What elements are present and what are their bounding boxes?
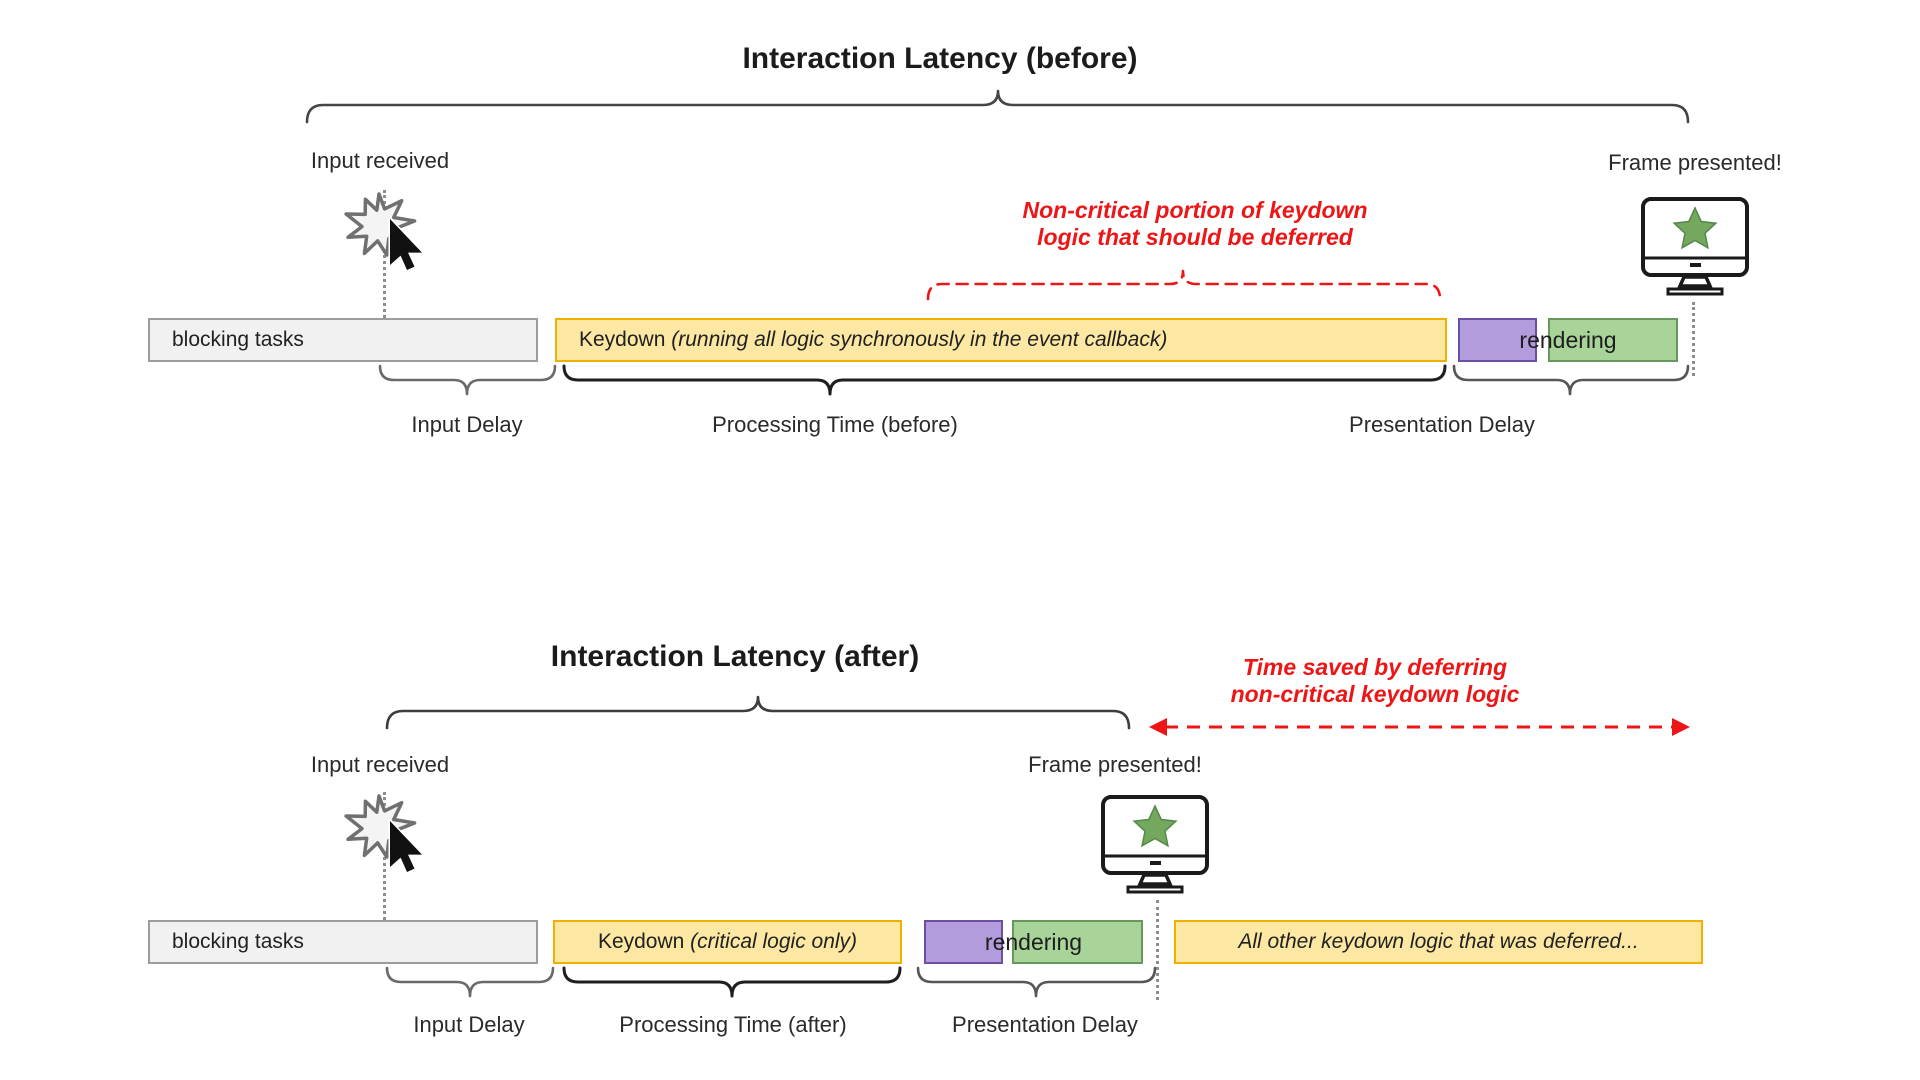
click-starburst-icon-after xyxy=(344,794,424,874)
monitor-icon-after xyxy=(1101,795,1209,894)
deferred-span-dashed-brace xyxy=(926,269,1442,301)
deferred-annotation-before: Non-critical portion of keydown logic th… xyxy=(1010,197,1380,251)
frame-dotted-line-before xyxy=(1692,302,1695,376)
frame-dotted-line-after xyxy=(1156,900,1159,1000)
task-bars-after: blocking tasks Keydown (critical logic o… xyxy=(0,920,1920,964)
title-before: Interaction Latency (before) xyxy=(742,42,1138,75)
annotation-line2: logic that should be deferred xyxy=(1037,224,1353,250)
rendering-bar-before xyxy=(1548,318,1678,362)
time-saved-dashed-arrow xyxy=(1149,718,1690,736)
input-delay-brace-before xyxy=(378,364,557,396)
keydown-label: Keydown xyxy=(579,328,672,351)
annotation-line2: non-critical keydown logic xyxy=(1230,681,1520,707)
annotation-line1: Time saved by deferring xyxy=(1242,654,1508,680)
presentation-delay-label-after: Presentation Delay xyxy=(952,1012,1138,1037)
blocking-tasks-label: blocking tasks xyxy=(172,930,304,953)
presentation-delay-brace-before xyxy=(1452,364,1690,396)
deferred-keydown-label: All other keydown logic that was deferre… xyxy=(1238,930,1639,953)
processing-time-label-after: Processing Time (after) xyxy=(619,1012,847,1037)
monitor-icon-before xyxy=(1641,197,1749,296)
input-delay-brace-after xyxy=(385,966,555,998)
style-layout-bar-after xyxy=(924,920,1003,964)
interaction-latency-brace-after xyxy=(385,695,1131,730)
input-delay-label-before: Input Delay xyxy=(411,412,523,437)
time-saved-annotation: Time saved by deferring non-critical key… xyxy=(1180,654,1570,708)
keydown-bar-before: Keydown (running all logic synchronously… xyxy=(555,318,1447,362)
input-delay-label-after: Input Delay xyxy=(413,1012,525,1037)
annotation-line1: Non-critical portion of keydown xyxy=(1022,197,1368,223)
processing-time-label-before: Processing Time (before) xyxy=(712,412,958,437)
cursor-icon-after xyxy=(388,819,424,874)
presentation-delay-brace-after xyxy=(916,966,1157,998)
blocking-tasks-bar-after: blocking tasks xyxy=(148,920,538,964)
rendering-bar-after xyxy=(1012,920,1143,964)
frame-presented-label-after: Frame presented! xyxy=(1028,752,1202,777)
processing-time-brace-after xyxy=(562,966,902,998)
star-icon-after xyxy=(1132,804,1178,848)
star-icon-before xyxy=(1672,206,1718,250)
click-starburst-icon-before xyxy=(344,192,424,272)
blocking-tasks-label: blocking tasks xyxy=(172,328,304,351)
cursor-icon-before xyxy=(388,217,424,272)
task-bars-before: blocking tasks Keydown (running all logi… xyxy=(0,318,1920,362)
style-layout-bar-before xyxy=(1458,318,1537,362)
interaction-latency-brace-before xyxy=(305,89,1690,124)
input-received-label-before: Input received xyxy=(310,148,450,173)
input-received-label-after: Input received xyxy=(310,752,450,777)
presentation-delay-label-before: Presentation Delay xyxy=(1349,412,1535,437)
keydown-detail-label: (running all logic synchronously in the … xyxy=(671,328,1168,351)
blocking-tasks-bar-before: blocking tasks xyxy=(148,318,538,362)
keydown-detail-label: (critical logic only) xyxy=(690,930,858,953)
keydown-label: Keydown xyxy=(597,930,691,953)
title-after: Interaction Latency (after) xyxy=(550,640,920,673)
deferred-keydown-bar: All other keydown logic that was deferre… xyxy=(1174,920,1703,964)
processing-time-brace-before xyxy=(562,364,1447,396)
frame-presented-label-before: Frame presented! xyxy=(1608,150,1782,175)
keydown-bar-after: Keydown (critical logic only) xyxy=(553,920,902,964)
